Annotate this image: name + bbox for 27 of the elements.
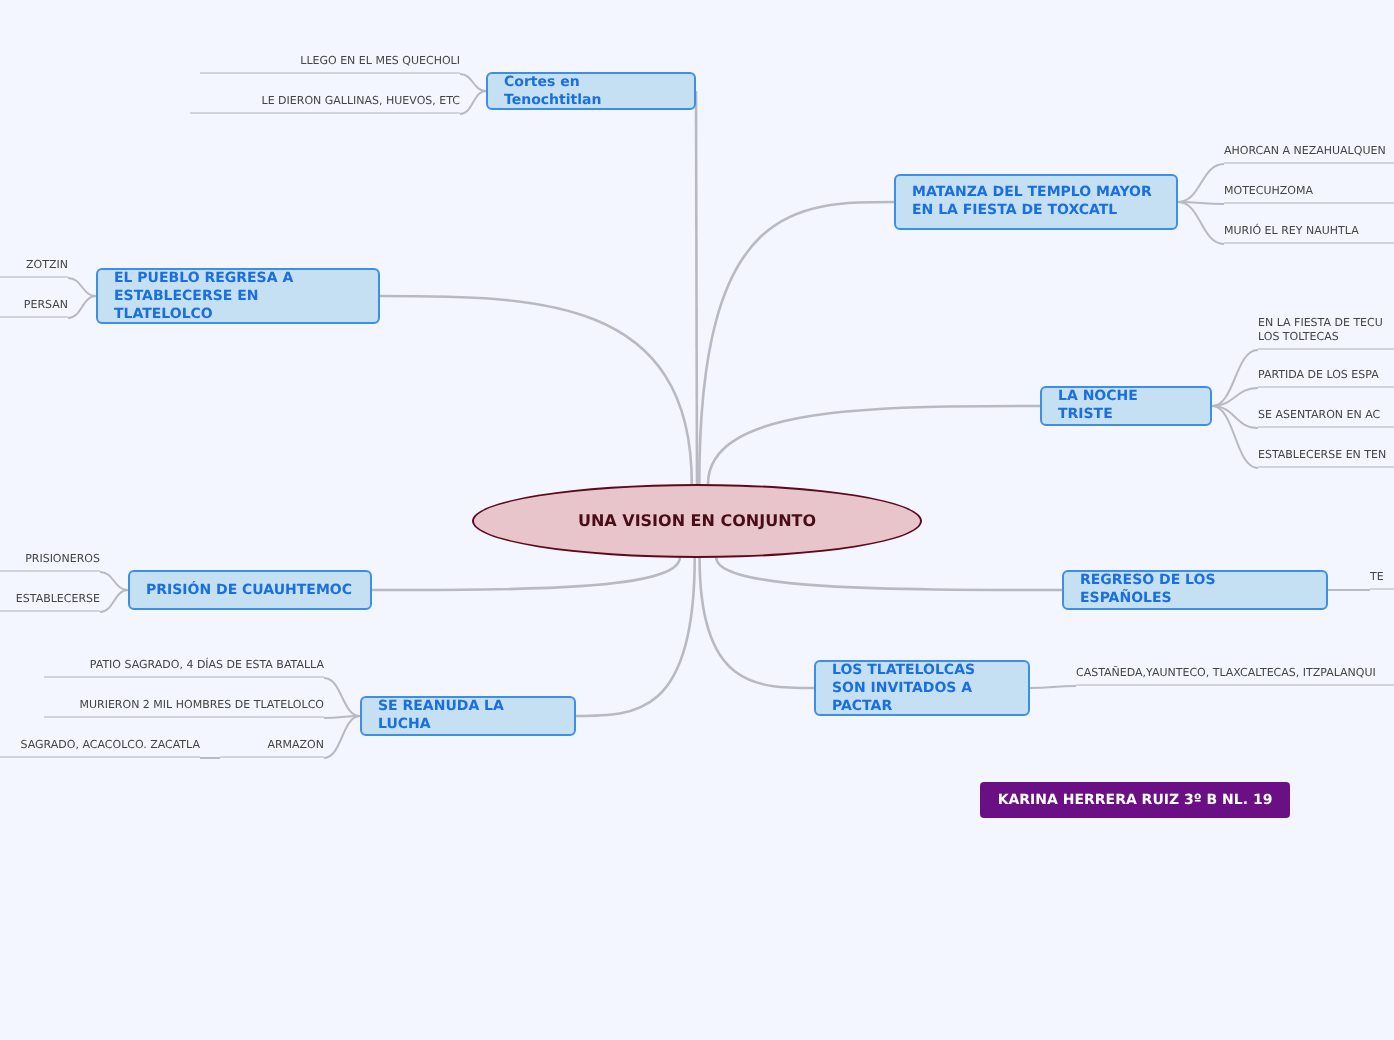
connector: [99, 571, 129, 591]
connector: [323, 715, 361, 719]
connector: [380, 294, 694, 485]
connector: [372, 556, 682, 592]
connector: [698, 557, 814, 690]
connector: [1211, 405, 1259, 469]
connector: [323, 715, 361, 759]
connector: [1177, 201, 1225, 245]
connector: [459, 90, 487, 115]
connector: [1211, 349, 1259, 407]
connector: [1177, 163, 1225, 203]
connector: [1211, 405, 1259, 429]
connector: [459, 73, 487, 92]
connector: [1211, 387, 1259, 407]
connector: [67, 295, 97, 319]
connector: [323, 677, 361, 717]
connector: [694, 90, 699, 484]
connector: [1029, 685, 1077, 689]
connector: [67, 277, 97, 297]
connector: [706, 404, 1040, 485]
connector: [99, 589, 129, 613]
connector: [698, 200, 894, 485]
connector: [199, 757, 221, 759]
connector: [714, 556, 1062, 592]
connector: [576, 557, 696, 718]
central-ellipse: UNA VISION EN CONJUNTO: [472, 484, 922, 558]
connector: [1327, 589, 1371, 591]
